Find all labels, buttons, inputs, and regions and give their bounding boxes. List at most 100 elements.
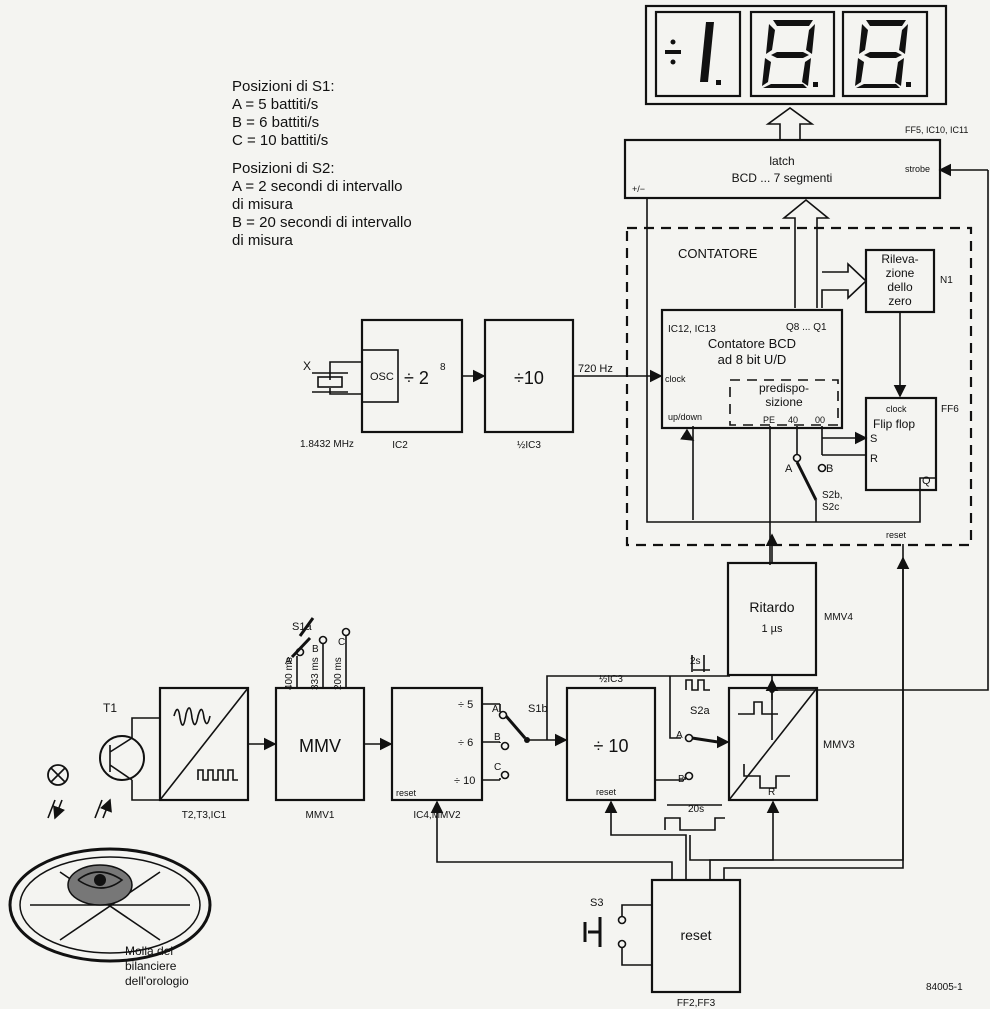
s1-a: A = 5 battiti/s [232,96,319,113]
s1-title: Posizioni di S1: [232,78,335,95]
freq-720: 720 Hz [578,363,613,375]
divide-by-10-block-a: ÷10 ½IC3 [483,318,575,451]
latch-block: latch BCD ... 7 segmenti +/− strobe FF5,… [623,125,968,200]
svg-text:200 ms: 200 ms [333,657,344,690]
svg-text:÷ 10: ÷ 10 [454,775,475,787]
counter-ic: IC12, IC13 [668,324,716,335]
svg-text:Ritardo: Ritardo [749,599,794,615]
s2a-switch[interactable]: S2a A B 2s 20s [664,655,730,831]
zero-ref: N1 [940,275,953,286]
s2-b2: di misura [232,232,293,249]
svg-text:dell'orologio: dell'orologio [125,974,189,988]
contatore-title: CONTATORE [678,246,758,261]
s2-b1: B = 20 secondi di intervallo [232,214,412,231]
ritardo-block: Ritardo 1 µs MMV4 [726,561,853,677]
seven-segment-display [644,4,948,106]
svg-text:T2,T3,IC1: T2,T3,IC1 [182,810,227,821]
s1a-switch[interactable]: S1a A B C 400 ms 333 ms 200 ms [284,617,351,690]
svg-text:½IC3: ½IC3 [517,440,541,451]
svg-text:FF2,FF3: FF2,FF3 [677,998,716,1009]
s3-pushbutton[interactable] [588,917,602,947]
contatore-region [625,226,973,547]
svg-text:S3: S3 [590,897,603,909]
svg-text:C: C [494,762,501,773]
svg-text:OSC: OSC [370,371,394,383]
digit-divide-one [665,22,721,85]
svg-text:R: R [768,787,775,798]
preset-40: 40 [788,415,798,425]
latch-strobe: strobe [905,164,930,174]
preset-00: 00 [815,415,825,425]
mmv1-block: MMV MMV1 [274,686,366,821]
flip-flop-block: clock Flip flop S R Q FF6 [864,396,959,492]
contatore-reset: reset [886,530,907,540]
svg-text:S: S [870,433,877,445]
reset-block: reset FF2,FF3 S3 [583,878,742,1009]
svg-text:C: C [338,637,345,648]
divide-by-10-block-b: ½IC3 ÷ 10 reset [565,674,657,802]
bcd-counter: IC12, IC13 Q8 ... Q1 Contatore BCD ad 8 … [660,308,844,430]
svg-text:zione: zione [886,266,915,280]
watch-balance-illustration [8,847,212,963]
osc-ref: IC2 [392,440,408,451]
svg-text:Rileva-: Rileva- [881,252,918,266]
s1b-switch[interactable]: A B C S1b [482,703,548,781]
svg-text:B: B [494,732,501,743]
svg-text:B: B [678,774,685,785]
pulse-shaper-block: T2,T3,IC1 [158,686,250,821]
s2-a2: di misura [232,196,293,213]
svg-text:Flip flop: Flip flop [873,417,915,431]
figure-ref: 84005-1 [926,982,963,993]
svg-text:400 ms: 400 ms [284,657,295,690]
svg-text:reset: reset [596,787,617,797]
svg-text:A: A [492,704,499,715]
svg-text:B: B [312,644,319,655]
svg-text:8: 8 [440,362,446,373]
svg-text:dello: dello [887,280,913,294]
latch-to-display-arrow [765,107,815,140]
svg-text:MMV: MMV [299,736,341,756]
switch-positions-notes: Posizioni di S1: A = 5 battiti/s B = 6 b… [232,78,412,250]
latch-ref: FF5, IC10, IC11 [905,125,968,135]
svg-text:÷ 6: ÷ 6 [458,737,473,749]
preset-line2: sizione [765,395,803,409]
svg-text:Molla del: Molla del [125,944,173,958]
latch-pm: +/− [632,184,645,194]
counter-q: Q8 ... Q1 [786,322,827,333]
svg-text:MMV4: MMV4 [824,612,853,623]
svg-text:S2a: S2a [690,705,710,717]
counter-updown: up/down [668,412,702,422]
latch-label: latch [769,154,794,168]
zero-detection-block: Rileva- zione dello zero N1 [864,248,953,314]
svg-text:MMV3: MMV3 [823,739,855,751]
svg-text:÷ 2: ÷ 2 [404,368,429,388]
s1-b: B = 6 battiti/s [232,114,320,131]
light-arrows-down [48,799,62,818]
lamp-icon [47,764,69,786]
digit-eight-a [762,20,818,88]
svg-text:333 ms: 333 ms [310,657,321,690]
svg-text:clock: clock [886,404,907,414]
crystal-label: X [303,359,311,373]
svg-text:÷10: ÷10 [514,368,544,388]
svg-text:1 µs: 1 µs [761,623,783,635]
t1-transistor: T1 [99,701,160,801]
preset-pe: PE [763,415,775,425]
light-arrows-up [94,800,110,819]
svg-text:R: R [870,453,878,465]
counter-to-latch-arrow [781,198,831,308]
svg-text:S2b,: S2b, [822,490,843,501]
svg-text:÷ 5: ÷ 5 [458,699,473,711]
counter-line1: Contatore BCD [708,336,796,351]
svg-text:A: A [785,463,793,475]
latch-sub: BCD ... 7 segmenti [732,171,833,185]
svg-text:T1: T1 [103,701,117,715]
counter-clock: clock [665,374,686,384]
svg-text:bilanciere: bilanciere [125,959,177,973]
svg-text:zero: zero [888,294,912,308]
crystal-freq: 1.8432 MHz [300,439,354,450]
s2bc-switch[interactable] [795,461,818,501]
flipflop-ref: FF6 [941,404,959,415]
